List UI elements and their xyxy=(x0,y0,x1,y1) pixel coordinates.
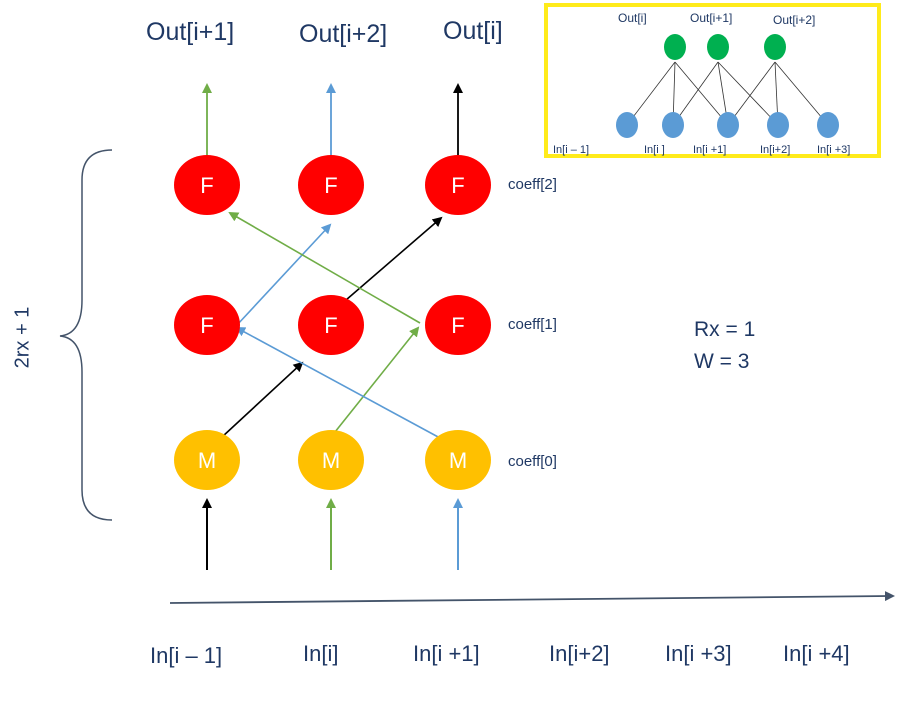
inset-out-node xyxy=(664,34,686,60)
inset-in-node xyxy=(662,112,684,138)
output-label: Out[i+1] xyxy=(146,18,235,46)
node-f-top-1 xyxy=(174,155,240,215)
inset-output-label: Out[i+2] xyxy=(773,13,816,27)
path-blue-m-to-f xyxy=(235,327,441,439)
inset-out-node xyxy=(764,34,786,60)
inset-input-label: In[i ] xyxy=(644,144,665,156)
inset-graph xyxy=(616,34,839,138)
inset-in-node xyxy=(616,112,638,138)
inset-in-node xyxy=(767,112,789,138)
inset-out-node xyxy=(707,34,729,60)
node-f-top-2 xyxy=(298,155,364,215)
path-blue-f-to-f xyxy=(236,223,332,326)
node-f-mid-3 xyxy=(425,295,491,355)
input-label: In[i +1] xyxy=(413,641,480,666)
inset-in-node xyxy=(717,112,739,138)
inset-in-node xyxy=(817,112,839,138)
inset-input-label: In[i +3] xyxy=(817,144,851,156)
param-w: W = 3 xyxy=(694,350,750,373)
node-f-mid-2 xyxy=(298,295,364,355)
inset-output-label: Out[i] xyxy=(618,11,647,25)
node-f-mid-1 xyxy=(174,295,240,355)
inset-output-label: Out[i+1] xyxy=(690,11,733,25)
coeff-label: coeff[1] xyxy=(508,316,557,333)
node-f-top-3 xyxy=(425,155,491,215)
node-m-2 xyxy=(298,430,364,490)
path-black-f-to-f xyxy=(345,216,443,301)
input-label: In[i+2] xyxy=(549,641,610,666)
output-label: Out[i+2] xyxy=(299,20,388,48)
brace xyxy=(59,149,113,521)
path-green-f-to-f xyxy=(228,211,421,324)
brace-label: 2rx + 1 xyxy=(11,306,34,369)
inset-input-label: In[i+2] xyxy=(760,144,791,156)
input-label: In[i +3] xyxy=(665,641,732,666)
path-green-m-to-f xyxy=(330,326,420,438)
path-black-m-to-f xyxy=(221,361,304,438)
input-label: In[i] xyxy=(303,641,339,666)
coeff-label: coeff[0] xyxy=(508,453,557,470)
inset-input-label: In[i – 1] xyxy=(553,144,590,156)
coeff-label: coeff[2] xyxy=(508,176,557,193)
node-m-3 xyxy=(425,430,491,490)
input-label: In[i – 1] xyxy=(150,643,223,668)
output-label: Out[i] xyxy=(443,17,503,45)
inset-input-label: In[i +1] xyxy=(693,144,727,156)
node-m-1 xyxy=(174,430,240,490)
input-axis xyxy=(169,591,895,604)
input-label: In[i +4] xyxy=(783,641,850,666)
inset-diagram: Out[i] Out[i+1] Out[i+2] In[i – 1] In[i … xyxy=(544,3,881,158)
param-rx: Rx = 1 xyxy=(694,318,756,341)
